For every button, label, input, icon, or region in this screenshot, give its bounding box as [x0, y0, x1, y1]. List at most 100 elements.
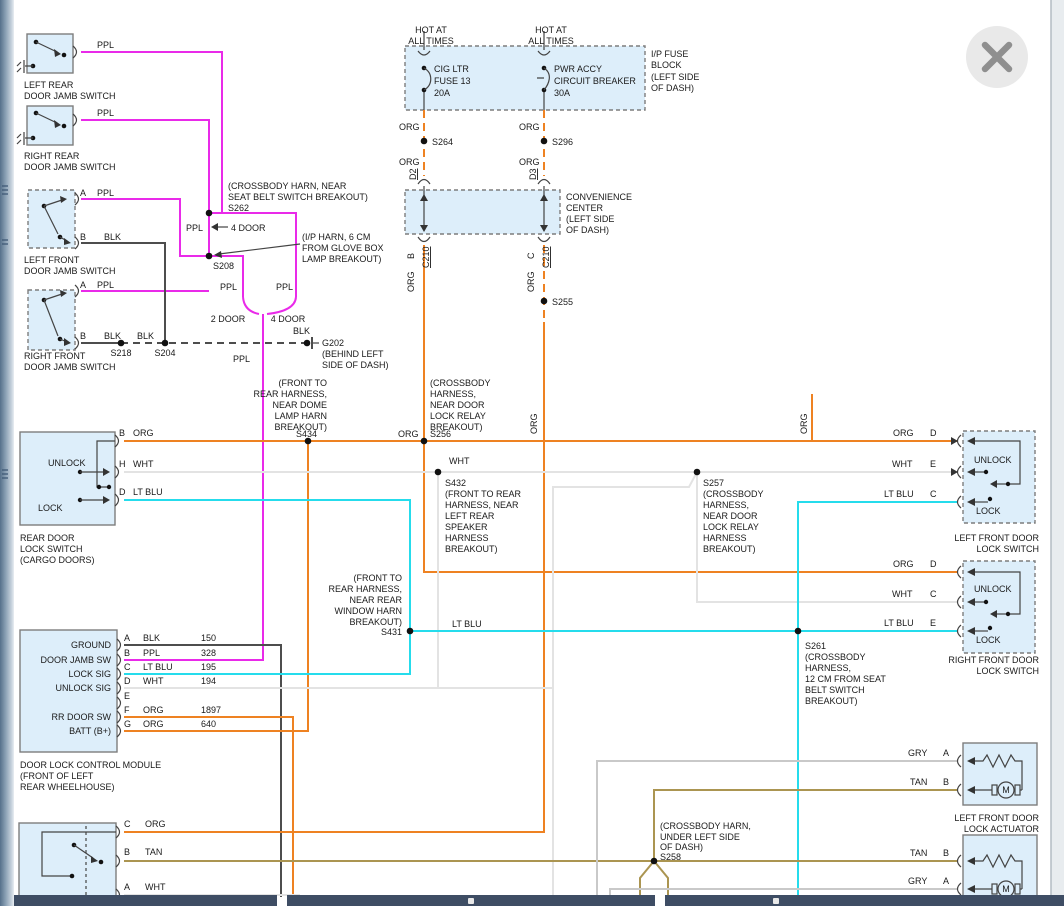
- convenience-name: OF DASH): [566, 225, 609, 235]
- pin-letter: B: [119, 428, 125, 438]
- note-arrows: [211, 223, 958, 476]
- module-pin-name: DOOR JAMB SW: [40, 655, 111, 665]
- splice-label: S257: [703, 478, 724, 488]
- component-name: LOCK SWITCH: [976, 666, 1039, 676]
- note-s431: WINDOW HARN: [335, 606, 403, 616]
- note-s258: UNDER LEFT SIDE: [660, 832, 740, 842]
- wire-color-label: WHT: [143, 676, 164, 686]
- pin-letter: C: [930, 489, 937, 499]
- ground-label: G202: [322, 338, 344, 348]
- note-s434: (FRONT TO: [278, 378, 327, 388]
- pin-letter: A: [943, 876, 949, 886]
- component-name: REAR WHEELHOUSE): [20, 782, 115, 792]
- component-name: LEFT FRONT: [24, 255, 80, 265]
- left-scrollbar[interactable]: [0, 0, 14, 906]
- wire-color-label: PPL: [276, 282, 293, 292]
- note-s261: (CROSSBODY: [805, 652, 866, 662]
- note-g202: (BEHIND LEFT: [322, 349, 384, 359]
- breaker-name: PWR ACCY: [554, 64, 602, 74]
- close-button[interactable]: [966, 26, 1028, 88]
- wire-color-label: PPL: [220, 282, 237, 292]
- wire-color-label: ORG: [519, 157, 540, 167]
- switch-position: UNLOCK: [974, 455, 1012, 465]
- note-s432: HARNESS: [445, 533, 489, 543]
- splice-s264: [420, 137, 428, 145]
- module-pin-name: BATT (B+): [69, 726, 111, 736]
- motor-label: M: [1002, 785, 1010, 795]
- wire-color-label: GRY: [908, 748, 927, 758]
- wires-ppl: [81, 51, 297, 661]
- note-s257: BREAKOUT): [703, 544, 756, 554]
- pin-letter: C: [124, 662, 131, 672]
- splice-label: S258: [660, 852, 681, 862]
- pin-letter: D: [930, 428, 937, 438]
- note-s261: HARNESS,: [805, 663, 851, 673]
- fuse-block-name: I/P FUSE: [651, 49, 688, 59]
- switch-position: LOCK: [976, 506, 1001, 516]
- pin-letter: B: [124, 847, 130, 857]
- note-s431: BREAKOUT): [349, 617, 402, 627]
- pin-letter: C: [124, 819, 131, 829]
- note-s434: NEAR DOME: [272, 400, 327, 410]
- splice-label: S264: [432, 137, 453, 147]
- wires-blk: [81, 242, 305, 897]
- component-boxes: [18, 33, 1038, 906]
- wire-tan-s258-leg1: [639, 860, 655, 897]
- ip-fuse-block-box: [404, 45, 646, 111]
- thumbnail-bar-1[interactable]: [14, 895, 277, 906]
- switch-position: UNLOCK: [48, 458, 86, 468]
- note-s262: SEAT BELT SWITCH BREAKOUT): [228, 192, 368, 202]
- wire-color-label: ORG: [399, 122, 420, 132]
- note-s434: REAR HARNESS,: [253, 389, 327, 399]
- note-s431: (FRONT TO: [353, 573, 402, 583]
- right-front-jamb-symbol: [41, 290, 71, 346]
- wire-color-label: ORG: [529, 413, 539, 434]
- ground-g202-dot: [303, 339, 311, 347]
- module-pin-name: UNLOCK SIG: [55, 683, 111, 693]
- switch-position: LOCK: [976, 635, 1001, 645]
- component-name: DOOR LOCK CONTROL MODULE: [20, 760, 161, 770]
- circuit-number: 640: [201, 719, 216, 729]
- wire-org-to-bottom-switch: [124, 322, 545, 833]
- left-front-jamb-switch-box: [27, 189, 76, 249]
- splice-s296: [540, 137, 548, 145]
- circuit-number: 195: [201, 662, 216, 672]
- thumbnail-bar-3[interactable]: [665, 895, 1064, 906]
- note-s257: LOCK RELAY: [703, 522, 759, 532]
- splice-label: S261: [805, 641, 826, 651]
- right-scrollbar[interactable]: [1051, 0, 1064, 906]
- note-s432: LEFT REAR: [445, 511, 495, 521]
- wire-color-label: PPL: [97, 108, 114, 118]
- close-icon: [981, 41, 1013, 73]
- circuit-number: 328: [201, 648, 216, 658]
- component-name: RIGHT FRONT: [24, 351, 86, 361]
- pin-arcs: [72, 45, 962, 902]
- wires-ltblu: [124, 499, 957, 897]
- splice-label: S432: [445, 478, 466, 488]
- lf-lock-switch-symbol: [967, 437, 1021, 506]
- switch-position: LOCK: [38, 503, 63, 513]
- splice-label: S204: [154, 348, 175, 358]
- fuse-feed-symbol: [417, 31, 431, 110]
- pin-letter: B: [80, 232, 86, 242]
- wire-color-label: LT BLU: [133, 487, 163, 497]
- bottom-jamb-symbol: [41, 826, 116, 896]
- wire-ltblu-rear-to-module: [124, 499, 411, 675]
- left-front-door-lock-switch-box: [962, 430, 1036, 524]
- splice-label: S255: [552, 297, 573, 307]
- wire-color-label: WHT: [449, 456, 470, 466]
- pin-letter: B: [943, 848, 949, 858]
- splice-s262: [205, 209, 213, 217]
- note-ip: (I/P HARN, 6 CM: [302, 232, 370, 242]
- connector-arcs-top: [417, 178, 551, 185]
- wire-color-label: BLK: [143, 633, 160, 643]
- note-s432: HARNESS, NEAR: [445, 500, 519, 510]
- pin-letter: D: [124, 676, 131, 686]
- wire-blk-left-front: [81, 242, 166, 343]
- note-s256: LOCK RELAY: [430, 411, 486, 421]
- rf-lock-switch-symbol: [967, 568, 1021, 635]
- wire-color-label: ORG: [398, 429, 419, 439]
- pin-letter: B: [124, 648, 130, 658]
- wire-color-label: ORG: [399, 157, 420, 167]
- component-name: LOCK SWITCH: [976, 544, 1039, 554]
